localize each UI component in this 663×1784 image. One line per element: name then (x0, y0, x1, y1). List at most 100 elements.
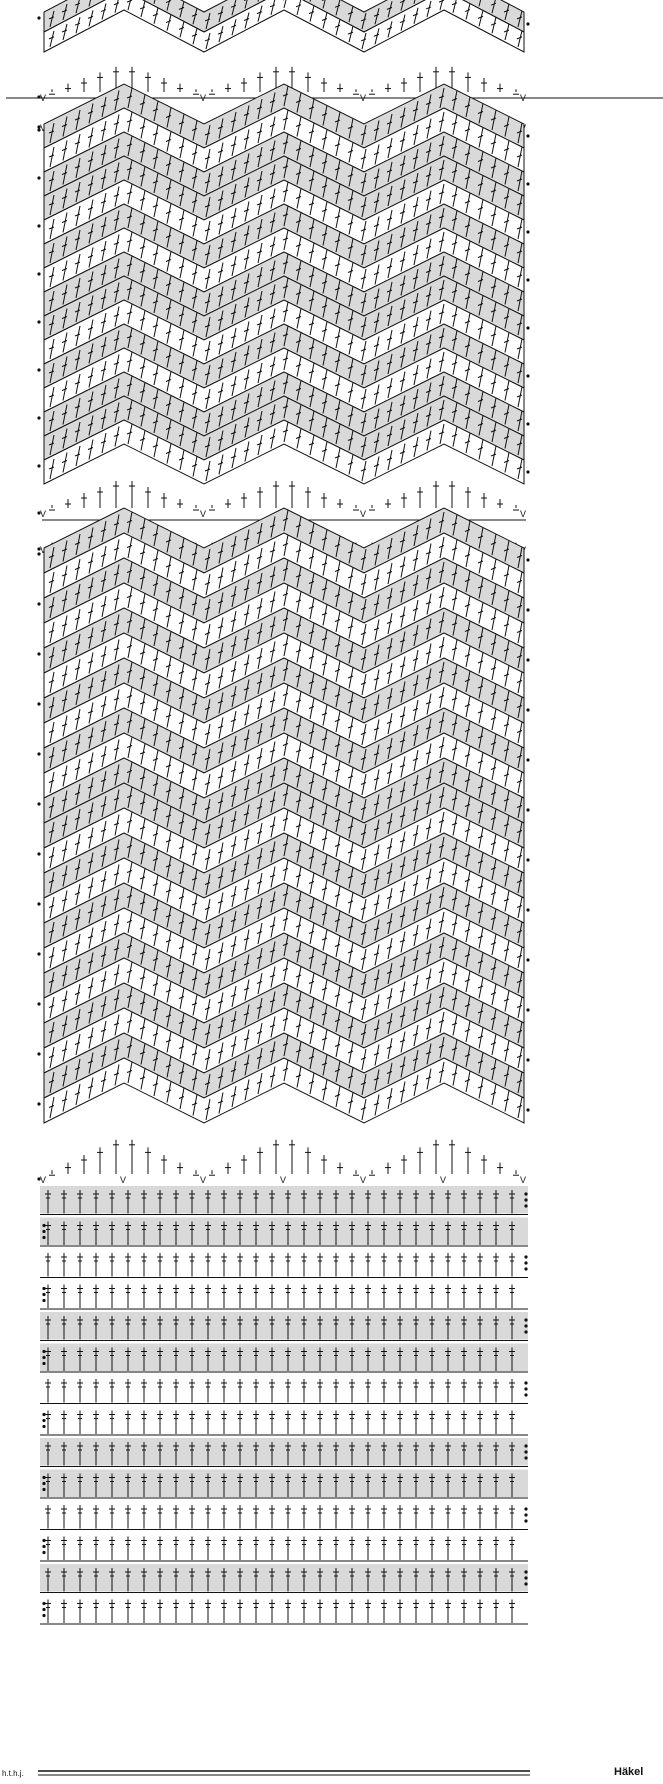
slip-stitch-dot (526, 658, 529, 661)
slip-stitch-dot (524, 1267, 527, 1270)
slip-stitch-dot (37, 1102, 40, 1105)
slip-stitch-dot (524, 1576, 527, 1579)
slip-stitch-dot (526, 558, 529, 561)
top-chevron-section (37, 0, 529, 52)
slip-stitch-dot (526, 1108, 529, 1111)
upper-chevron-section (37, 84, 529, 484)
slip-stitch-dot (526, 608, 529, 611)
slip-stitch-dot (37, 547, 40, 550)
slip-stitch-dot (524, 1324, 527, 1327)
slip-stitch-dot (524, 1450, 527, 1453)
slip-stitch-dot (526, 708, 529, 711)
slip-stitch-dot (42, 1488, 45, 1491)
slip-stitch-dot (42, 1539, 45, 1542)
chain-symbol: V (360, 509, 366, 519)
slip-stitch-dot (42, 1608, 45, 1611)
slip-stitch-dot (526, 182, 529, 185)
ribbing-row (40, 1344, 528, 1372)
slip-stitch-dot (42, 1419, 45, 1422)
slip-stitch-dot (42, 1287, 45, 1290)
slip-stitch-dot (42, 1299, 45, 1302)
slip-stitch-dot (526, 134, 529, 137)
chain-symbol: V (280, 1175, 286, 1185)
ribbing-row (40, 1407, 528, 1435)
slip-stitch-dot (37, 552, 40, 555)
chain-symbol: V (40, 509, 46, 519)
slip-stitch-dot (37, 852, 40, 855)
chain-symbol: V (200, 1175, 206, 1185)
slip-stitch-dot (37, 125, 40, 128)
slip-stitch-dot (524, 1198, 527, 1201)
slip-stitch-dot (526, 374, 529, 377)
slip-stitch-dot (526, 808, 529, 811)
slip-stitch-dot (42, 1482, 45, 1485)
ribbing-row (40, 1533, 528, 1561)
slip-stitch-dot (524, 1393, 527, 1396)
slip-stitch-dot (524, 1456, 527, 1459)
slip-stitch-dot (37, 416, 40, 419)
chain-symbol: V (200, 509, 206, 519)
slip-stitch-dot (37, 128, 40, 131)
slip-stitch-dot (524, 1513, 527, 1516)
slip-stitch-dot (526, 470, 529, 473)
slip-stitch-dot (42, 1545, 45, 1548)
slip-stitch-dot (42, 1356, 45, 1359)
ribbing-row (40, 1281, 528, 1309)
chain-symbol: V (440, 1175, 446, 1185)
slip-stitch-dot (42, 1362, 45, 1365)
slip-stitch-dot (524, 1192, 527, 1195)
chain-symbol: V (40, 1175, 46, 1185)
ribbing-row (40, 1186, 528, 1214)
slip-stitch-dot (526, 1008, 529, 1011)
ribbing-section (40, 1186, 528, 1624)
slip-stitch-dot (37, 511, 40, 514)
middle-chevron-section (37, 508, 529, 1123)
ribbing-row (40, 1438, 528, 1466)
slip-stitch-dot (42, 1614, 45, 1617)
slip-stitch-dot (524, 1570, 527, 1573)
slip-stitch-dot (526, 958, 529, 961)
slip-stitch-dot (526, 908, 529, 911)
slip-stitch-dot (526, 422, 529, 425)
slip-stitch-dot (37, 652, 40, 655)
slip-stitch-dot (524, 1318, 527, 1321)
ribbing-row (40, 1470, 528, 1498)
slip-stitch-dot (37, 1177, 40, 1180)
slip-stitch-dot (37, 602, 40, 605)
slip-stitch-dot (526, 858, 529, 861)
slip-stitch-dot (37, 1052, 40, 1055)
chevron-row (44, 1058, 524, 1123)
slip-stitch-dot (42, 1224, 45, 1227)
lower-transition: VVVVVVV (37, 1140, 526, 1185)
slip-stitch-dot (37, 702, 40, 705)
slip-stitch-dot (37, 752, 40, 755)
slip-stitch-dot (524, 1330, 527, 1333)
slip-stitch-dot (524, 1255, 527, 1258)
ribbing-row (40, 1596, 528, 1624)
ribbing-row (40, 1564, 528, 1592)
slip-stitch-dot (42, 1230, 45, 1233)
slip-stitch-dot (524, 1261, 527, 1264)
slip-stitch-dot (37, 952, 40, 955)
chain-symbol: V (520, 509, 526, 519)
chevron-row (44, 420, 524, 484)
slip-stitch-dot (37, 272, 40, 275)
ribbing-row (40, 1375, 528, 1403)
slip-stitch-dot (524, 1582, 527, 1585)
ribbing-row (40, 1249, 528, 1277)
slip-stitch-dot (524, 1444, 527, 1447)
slip-stitch-dot (526, 326, 529, 329)
footer-left-caption: h.t.h.j. (2, 1769, 24, 1778)
slip-stitch-dot (524, 1507, 527, 1510)
slip-stitch-dot (526, 278, 529, 281)
slip-stitch-dot (42, 1293, 45, 1296)
slip-stitch-dot (37, 902, 40, 905)
slip-stitch-dot (526, 22, 529, 25)
ribbing-row (40, 1312, 528, 1340)
slip-stitch-dot (37, 464, 40, 467)
chain-symbol: V (120, 1175, 126, 1185)
slip-stitch-dot (42, 1413, 45, 1416)
slip-stitch-dot (42, 1350, 45, 1353)
slip-stitch-dot (526, 1058, 529, 1061)
